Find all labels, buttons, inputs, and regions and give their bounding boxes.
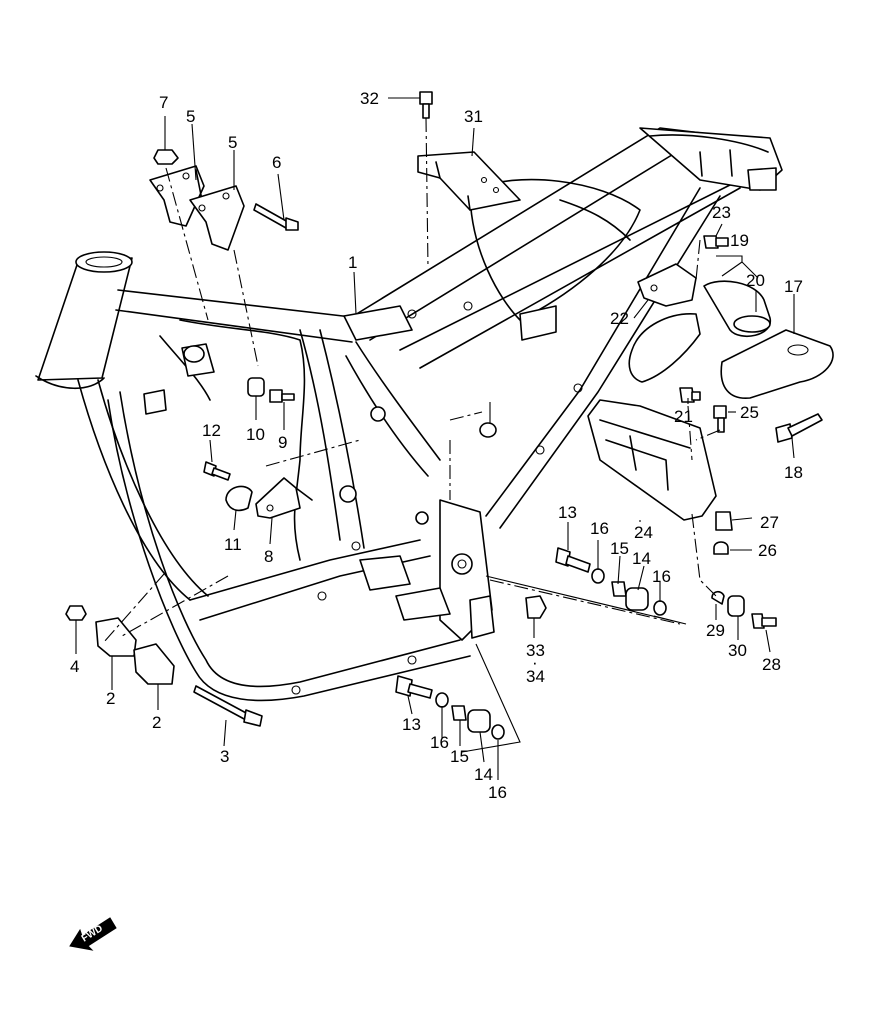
label-13b: 13 — [402, 715, 421, 734]
label-31: 31 — [464, 107, 483, 126]
label-8: 8 — [264, 547, 273, 566]
label-27: 27 — [760, 513, 779, 532]
label-16c: 16 — [430, 733, 449, 752]
label-32: 32 — [360, 89, 379, 108]
washer-16-lower-b — [491, 724, 505, 740]
label-6: 6 — [272, 153, 281, 172]
label-10: 10 — [246, 425, 265, 444]
label-34: 34 — [526, 667, 545, 686]
label-15a: 15 — [610, 539, 629, 558]
intake-pipe-20 — [628, 280, 771, 383]
washer-16-lower-a — [435, 692, 449, 708]
bolt-21 — [679, 387, 701, 403]
cap-35 — [479, 422, 497, 438]
label-16d: 16 — [488, 783, 507, 802]
label-24: 24 — [634, 523, 653, 542]
cap-26 — [713, 541, 729, 555]
bolt-32 — [419, 91, 433, 119]
label-9: 9 — [278, 433, 287, 452]
fwd-badge: FWD — [69, 917, 117, 951]
label-13a: 13 — [558, 503, 577, 522]
label-14b: 14 — [474, 765, 493, 784]
bracket-31 — [417, 151, 521, 211]
grommet-27 — [715, 511, 733, 531]
label-2b: 2 — [152, 713, 161, 732]
label-16b: 16 — [652, 567, 671, 586]
bolt-3 — [193, 685, 263, 727]
plug-33 — [525, 595, 547, 619]
cover-24 — [587, 399, 717, 521]
label-12: 12 — [202, 421, 221, 440]
label-28: 28 — [762, 655, 781, 674]
label-5a: 5 — [186, 107, 195, 126]
label-16a: 16 — [590, 519, 609, 538]
bolt-12 — [203, 461, 231, 481]
bolt-13-upper — [555, 547, 591, 573]
label-33: 33 — [526, 641, 545, 660]
label-26: 26 — [758, 541, 777, 560]
label-18: 18 — [784, 463, 803, 482]
bolt-9 — [269, 389, 295, 403]
label-25: 25 — [740, 403, 759, 422]
label-2a: 2 — [106, 689, 115, 708]
bolt-18 — [775, 413, 823, 443]
label-19: 19 — [730, 231, 749, 250]
leader-lines — [75, 97, 795, 780]
label-15b: 15 — [450, 747, 469, 766]
bracket-2b — [133, 643, 175, 685]
frame-body — [35, 127, 783, 702]
bolt-23 — [703, 235, 729, 249]
bolt-25 — [713, 405, 727, 433]
label-30: 30 — [728, 641, 747, 660]
label-20: 20 — [746, 271, 765, 290]
label-1: 1 — [348, 253, 357, 272]
engine-mount-plate-right — [189, 185, 245, 251]
label-23: 23 — [712, 203, 731, 222]
label-3: 3 — [220, 747, 229, 766]
nut-7 — [153, 149, 179, 165]
bracket-2a — [95, 617, 137, 657]
washer-16-upper-a — [591, 568, 605, 584]
bracket-22 — [637, 263, 697, 307]
bushing-14-upper — [625, 587, 649, 611]
collar-10 — [247, 377, 265, 397]
sleeve-15-lower — [451, 705, 467, 721]
label-14a: 14 — [632, 549, 651, 568]
label-17: 17 — [784, 277, 803, 296]
collar-30 — [727, 595, 745, 617]
bracket-8 — [255, 477, 313, 519]
label-29: 29 — [706, 621, 725, 640]
label-4: 4 — [70, 657, 79, 676]
label-22: 22 — [610, 309, 629, 328]
label-11: 11 — [224, 535, 242, 554]
bolt-28 — [751, 613, 777, 629]
washer-16-upper-b — [653, 600, 667, 616]
label-5b: 5 — [228, 133, 237, 152]
sleeve-15-upper — [611, 581, 627, 597]
label-7: 7 — [159, 93, 168, 112]
nut-4 — [65, 605, 87, 621]
part-labels: 7 5 5 6 32 31 1 23 19 20 17 22 21 25 10 … — [70, 89, 803, 802]
fwd-arrow-icon — [69, 917, 117, 951]
dash-lines — [103, 117, 721, 643]
bolt-6 — [253, 203, 299, 231]
bushing-14-lower — [467, 709, 491, 733]
label-21: 21 — [674, 407, 693, 426]
label-dot-separator: · — [532, 653, 538, 672]
mudflap-17 — [720, 329, 834, 399]
clamp-11 — [225, 485, 253, 512]
bolt-13-lower — [395, 675, 433, 699]
